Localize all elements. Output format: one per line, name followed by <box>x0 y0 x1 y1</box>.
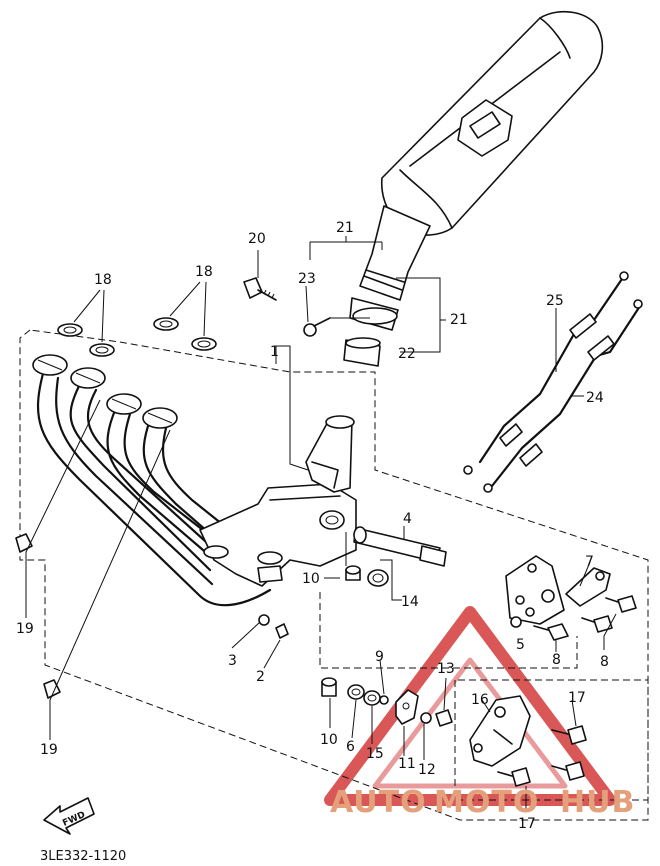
callout-22: 22 <box>398 346 416 362</box>
bracket-7 <box>505 555 611 625</box>
callout-16: 16 <box>471 692 489 708</box>
callout-25: 25 <box>546 293 564 309</box>
callout-8a: 8 <box>552 652 561 668</box>
callout-10b: 10 <box>320 732 338 748</box>
callout-19a: 19 <box>16 621 34 637</box>
callout-12: 12 <box>418 762 436 778</box>
callout-21b: 21 <box>450 312 468 328</box>
callout-11: 11 <box>398 756 416 772</box>
callout-20: 20 <box>248 231 266 247</box>
bolts-8 <box>533 595 637 641</box>
bolt-23 <box>303 317 331 337</box>
gaskets-18 <box>57 317 217 357</box>
fwd-arrow: FWD <box>43 797 95 835</box>
callout-18a: 18 <box>94 272 112 288</box>
watermark-auto: AUTO <box>330 785 427 820</box>
callout-21a: 21 <box>336 220 354 236</box>
callout-2: 2 <box>256 669 265 685</box>
bolts-17 <box>497 725 587 787</box>
header-pipes <box>32 354 357 607</box>
lower-bushings <box>321 677 453 727</box>
callout-labels: 1 2 3 4 5 6 7 8 8 9 10 10 11 12 13 14 15… <box>16 220 609 832</box>
callout-6: 6 <box>346 739 355 755</box>
assembly-boundary <box>19 329 649 821</box>
bracket-boundary <box>454 679 649 801</box>
callout-3: 3 <box>228 653 237 669</box>
callout-7: 7 <box>585 554 594 570</box>
leader-lines <box>25 236 617 810</box>
callout-8b: 8 <box>600 654 609 670</box>
callout-18b: 18 <box>195 264 213 280</box>
callout-9: 9 <box>375 649 384 665</box>
callout-17a: 17 <box>568 690 586 706</box>
callout-1: 1 <box>270 344 279 360</box>
callout-24: 24 <box>586 390 604 406</box>
washer-5 <box>510 616 522 628</box>
watermark-hub: HUB <box>560 785 635 820</box>
callout-10a: 10 <box>302 571 320 587</box>
callout-14: 14 <box>401 594 419 610</box>
callout-13: 13 <box>437 661 455 677</box>
drawing-code: 3LE332-1120 <box>40 849 126 864</box>
cables-24-25 <box>463 271 643 493</box>
cross-pipe-4 <box>353 526 447 567</box>
muffler <box>343 10 604 367</box>
callout-23: 23 <box>298 271 316 287</box>
nut-2-washer-3 <box>258 614 289 639</box>
callout-17b: 17 <box>518 816 536 832</box>
bracket-16 <box>469 695 531 767</box>
clamps-19 <box>15 533 61 699</box>
callout-15: 15 <box>366 746 384 762</box>
watermark-text: AUTO MOTO HUB <box>330 785 635 820</box>
callout-19b: 19 <box>40 742 58 758</box>
callout-5: 5 <box>516 637 525 653</box>
bolt-20 <box>243 277 277 301</box>
dampers-10-14 <box>345 565 389 587</box>
callout-4: 4 <box>403 511 412 527</box>
watermark-moto: MOTO <box>434 785 539 820</box>
sub-assembly-boundary <box>319 592 578 669</box>
